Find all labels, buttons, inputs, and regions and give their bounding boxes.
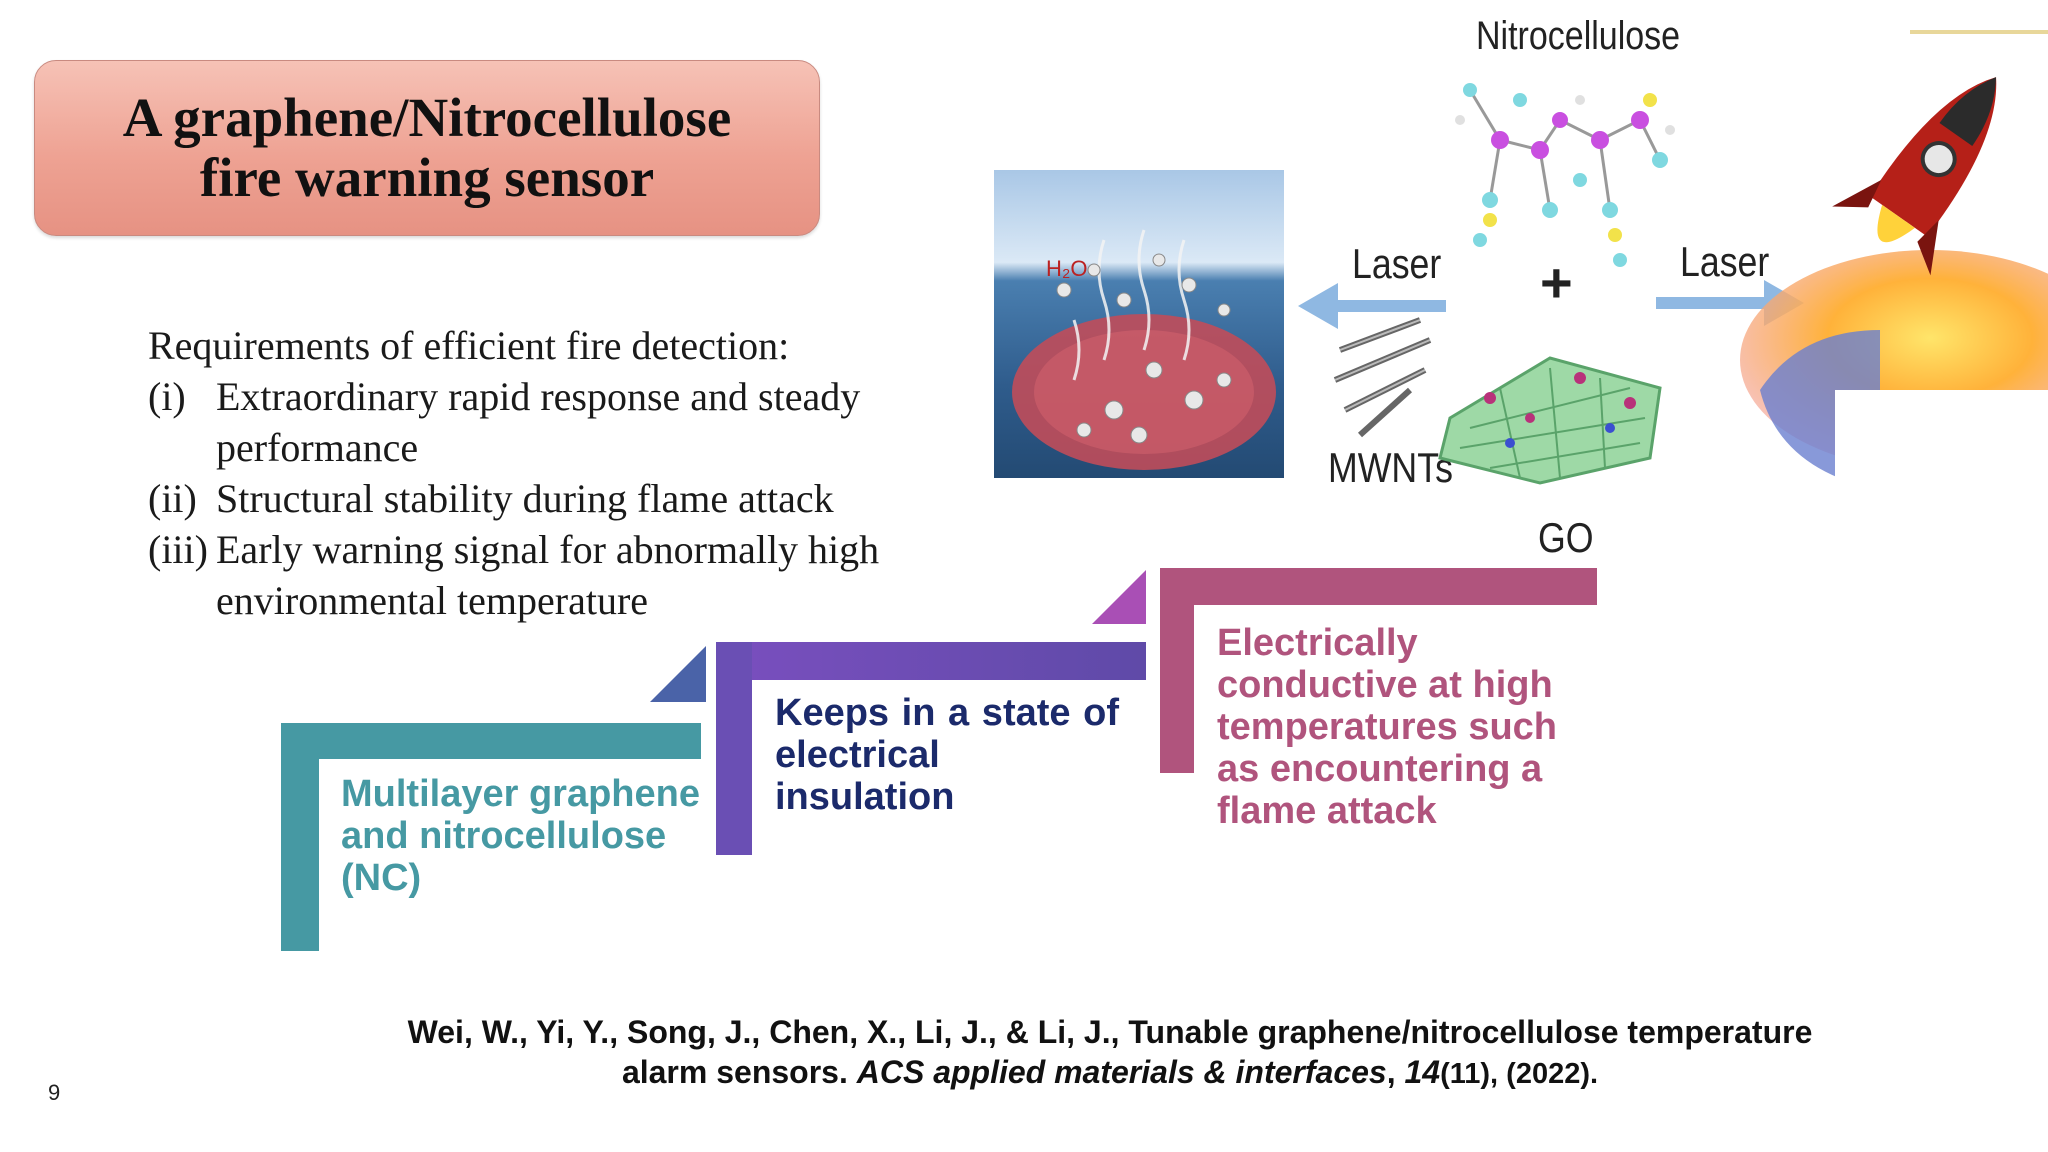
citation-issue-year: (11), (2022). [1440, 1058, 1599, 1090]
left-arrow-icon [1298, 283, 1446, 329]
requirement-line: environmental temperature [216, 578, 649, 623]
title-line-1: A graphene/Nitrocellulose [122, 87, 732, 148]
step-1-arrow-icon [650, 646, 706, 702]
citation-separator: , [1386, 1054, 1405, 1090]
step-2-top-bar [716, 642, 1146, 680]
requirement-line: Extraordinary rapid response and steady [216, 374, 861, 419]
requirement-number: (ii) [148, 476, 197, 521]
water-evaporation-image: H₂O [994, 170, 1284, 478]
requirement-text: Extraordinary rapid response and steady … [216, 371, 948, 473]
nitrocellulose-label: Nitrocellulose [1476, 14, 1681, 58]
citation-journal: ACS applied materials & interfaces [856, 1054, 1387, 1090]
step-3-text: Electrically conductive at high temperat… [1217, 622, 1558, 832]
laser-left-label: Laser [1352, 240, 1442, 287]
rocket-flame-icon [1740, 30, 2048, 500]
requirement-number: (i) [148, 374, 186, 419]
requirement-line: performance [216, 425, 419, 470]
graphene-oxide-sheet-icon [1438, 356, 1662, 485]
step-2-text: Keeps in a state of electrical insulatio… [775, 692, 1119, 818]
requirement-item: (i) Extraordinary rapid response and ste… [148, 371, 948, 473]
requirement-item: (iii) Early warning signal for abnormall… [148, 524, 948, 626]
citation-line-2: alarm sensors. ACS applied materials & i… [300, 1052, 1920, 1094]
title-box: A graphene/Nitrocellulose fire warning s… [34, 60, 820, 236]
nitrocellulose-molecule-icon [1455, 83, 1675, 267]
requirement-item: (ii) Structural stability during flame a… [148, 473, 948, 524]
step-3-top-bar [1160, 568, 1597, 605]
step-2-arrow-icon [1092, 570, 1146, 624]
citation: Wei, W., Yi, Y., Song, J., Chen, X., Li,… [300, 1012, 1920, 1094]
title-line-2: fire warning sensor [199, 147, 655, 208]
requirement-text: Structural stability during flame attack [216, 473, 948, 524]
step-1-side-bar [281, 723, 319, 951]
step-1-text: Multilayer graphene and nitrocellulose (… [341, 773, 700, 899]
page-number: 9 [48, 1080, 61, 1105]
requirements-heading: Requirements of efficient fire detection… [148, 323, 790, 368]
step-2-side-bar [716, 642, 752, 855]
requirement-line: Structural stability during flame attack [216, 476, 834, 521]
step-3-side-bar [1160, 568, 1194, 773]
requirement-line: Early warning signal for abnormally high [216, 527, 880, 572]
plus-sign: + [1540, 251, 1573, 314]
requirement-text: Early warning signal for abnormally high… [216, 524, 948, 626]
requirement-number: (iii) [148, 527, 208, 572]
mwnts-nanotube-icon [1333, 317, 1432, 438]
h2o-label: H₂O [1046, 256, 1088, 281]
mwnts-label: MWNTs [1328, 444, 1453, 491]
slide-title: A graphene/Nitrocellulose fire warning s… [123, 88, 732, 208]
citation-volume: 14 [1404, 1054, 1441, 1090]
citation-line-1: Wei, W., Yi, Y., Song, J., Chen, X., Li,… [407, 1014, 1813, 1050]
go-label: GO [1538, 514, 1594, 561]
step-1-top-bar [281, 723, 701, 759]
laser-right-label: Laser [1680, 238, 1770, 285]
requirements-list: Requirements of efficient fire detection… [148, 320, 948, 626]
citation-text: alarm sensors. [621, 1054, 857, 1090]
